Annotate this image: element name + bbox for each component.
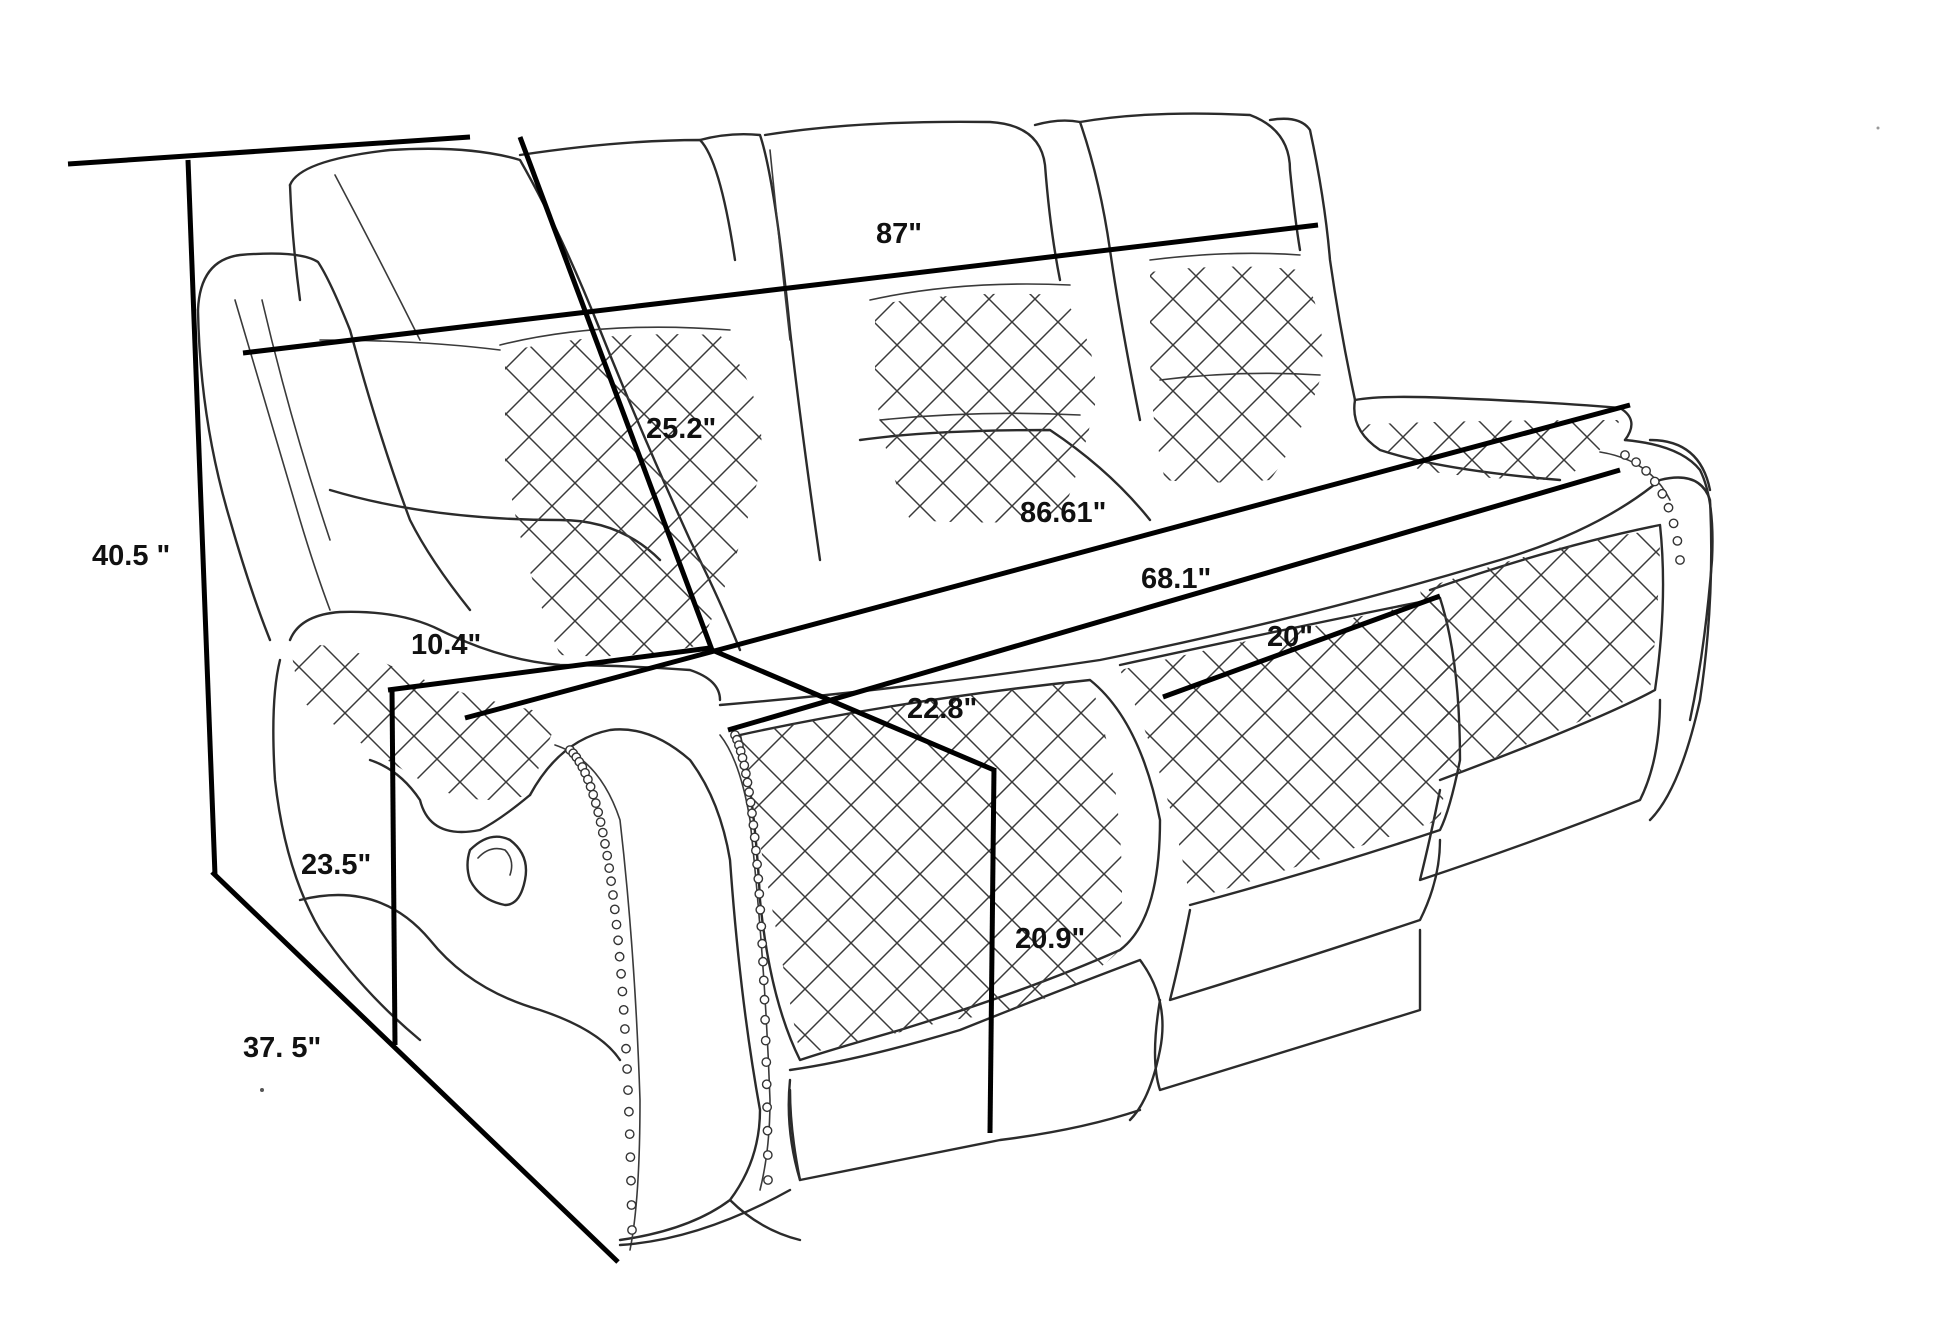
nailhead-stud — [585, 781, 596, 792]
nailhead-stud — [593, 807, 604, 818]
label-overall-depth: 37. 5" — [243, 1032, 321, 1064]
label-arm-height: 23.5" — [301, 849, 371, 881]
nailhead-stud — [613, 935, 623, 946]
label-seat-height: 20.9" — [1015, 923, 1085, 955]
nailhead-stud — [595, 817, 606, 827]
nailhead-stud — [762, 1150, 773, 1160]
nailhead-stud — [600, 838, 610, 849]
nailhead-stud — [620, 1024, 630, 1034]
nailhead-stud — [606, 876, 616, 887]
quilt-panels — [290, 266, 1660, 1055]
nailhead-stud — [588, 789, 599, 800]
dimension-lines — [67, 134, 1631, 1264]
nailhead-stud — [741, 768, 751, 779]
nailhead-stud — [1641, 465, 1652, 476]
dim-line-overall-width — [464, 402, 1631, 721]
nailhead-stud — [611, 919, 622, 930]
nailhead-stud — [745, 797, 756, 808]
nailhead-stud — [742, 777, 753, 788]
nailhead-stud — [747, 808, 757, 819]
nailhead-stud — [739, 760, 750, 771]
nailhead-stud — [623, 1085, 633, 1096]
nailhead-stud — [744, 787, 754, 797]
nailhead-stud — [759, 994, 770, 1005]
label-back-height: 25.2" — [646, 413, 716, 445]
nailhead-stud — [614, 951, 625, 962]
dim-line-back-width — [242, 222, 1319, 356]
nailhead-stud — [604, 863, 615, 873]
dim-line-overall-height — [185, 159, 218, 876]
nailhead-stud — [622, 1064, 632, 1074]
label-seat-width-single: 20" — [1267, 621, 1313, 653]
nailhead-stud — [1620, 450, 1630, 460]
nailhead-stud — [616, 968, 626, 979]
nailhead-stud — [756, 921, 767, 932]
nailhead-stud — [627, 1225, 637, 1235]
nailhead-stud — [1631, 457, 1642, 467]
label-overall-height: 40.5 " — [92, 540, 170, 572]
dim-line-seat-height — [987, 767, 997, 1134]
dim-line-overall-depth — [210, 870, 620, 1264]
dim-line-seat-width-single — [1162, 593, 1441, 700]
nailhead-stud — [752, 859, 762, 870]
nailhead-stud — [1675, 555, 1685, 565]
stray-dot — [1876, 126, 1880, 130]
dim-line-seat-depth — [711, 647, 995, 773]
nailhead-stud — [590, 798, 601, 808]
nailhead-stud — [760, 1014, 770, 1025]
dim-line-back-height — [517, 136, 715, 651]
nailhead-stud — [749, 832, 760, 843]
nailhead-stud — [1672, 536, 1683, 546]
label-overall-width: 86.61" — [1020, 497, 1106, 529]
nailhead-stud — [626, 1200, 637, 1210]
nailhead-stud — [762, 1102, 772, 1113]
nailhead-stud — [754, 889, 765, 899]
nailhead-stud — [624, 1129, 635, 1140]
nailhead-stud — [1663, 502, 1674, 513]
nailhead-studs — [565, 450, 1685, 1235]
label-arm-width: 10.4" — [411, 629, 481, 661]
nailhead-stud — [625, 1152, 636, 1163]
label-seat-depth: 22.8" — [907, 693, 977, 725]
nailhead-stud — [608, 890, 618, 900]
nailhead-stud — [1668, 518, 1679, 529]
nailhead-stud — [761, 1079, 772, 1090]
nailhead-stud — [617, 986, 628, 997]
nailhead-stud — [748, 820, 759, 830]
dimension-labels: 40.5 " 87" 25.2" 86.61" 68.1" 20" 10.4" … — [92, 218, 1313, 1064]
nailhead-stud — [758, 975, 769, 986]
nailhead-stud — [758, 956, 768, 967]
nailhead-stud — [624, 1106, 634, 1117]
nailhead-stud — [621, 1043, 631, 1054]
label-seat-width-total: 68.1" — [1141, 563, 1211, 595]
nailhead-stud — [1649, 476, 1660, 487]
nailhead-stud — [757, 938, 768, 949]
nailhead-stud — [1657, 488, 1668, 499]
nailhead-stud — [618, 1005, 629, 1015]
dim-line-seat-width-total — [727, 467, 1621, 733]
nailhead-stud — [626, 1175, 636, 1186]
stray-dot — [260, 1088, 264, 1092]
nailhead-stud — [753, 873, 764, 884]
nailhead-stud — [609, 904, 620, 915]
nailhead-stud — [761, 1057, 772, 1068]
dim-line-arm-width — [387, 645, 711, 693]
nailhead-stud — [602, 850, 613, 861]
sofa-outline — [196, 112, 1714, 1251]
nailhead-stud — [760, 1035, 771, 1046]
dim-line-top-left — [67, 134, 471, 167]
nailhead-stud — [755, 904, 766, 915]
nailhead-stud — [763, 1175, 773, 1185]
nailhead-stud — [597, 827, 608, 838]
dim-line-arm-height — [389, 687, 398, 1046]
label-back-width: 87" — [876, 218, 922, 250]
nailhead-stud — [762, 1125, 773, 1136]
nailhead-stud — [751, 845, 761, 856]
